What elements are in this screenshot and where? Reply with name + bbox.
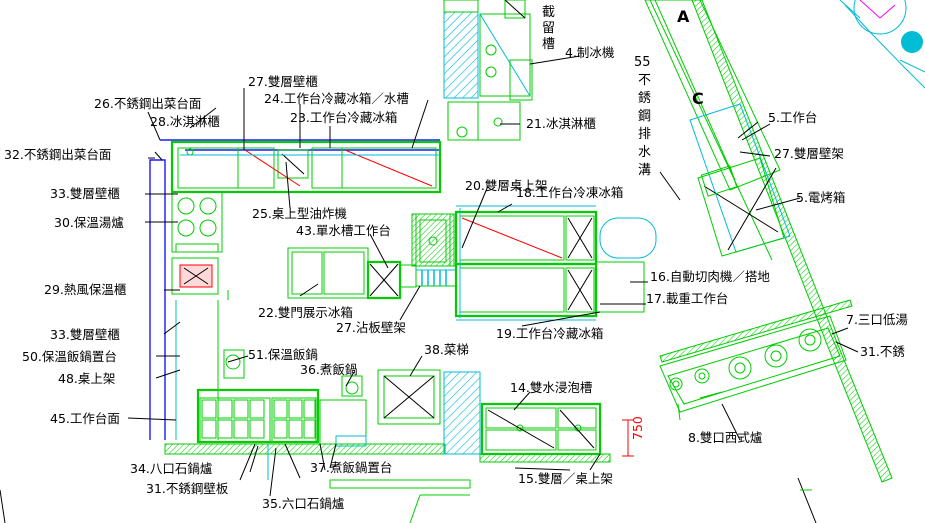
label-50: 50.保溫飯鍋置台 <box>22 349 117 364</box>
dumbwaiter <box>377 369 481 455</box>
label-15: 15.雙層／桌上架 <box>518 471 613 486</box>
label-4: 4.制冰機 <box>565 45 615 60</box>
dimension-750 <box>622 419 634 457</box>
label-55-1: 不 <box>638 73 651 88</box>
label-30: 30.保溫湯爐 <box>54 215 124 230</box>
label-31a: 31.不銹鋼壁板 <box>146 481 229 496</box>
label-top-1: 留 <box>542 21 555 36</box>
label-55-0: 55 <box>634 55 651 70</box>
label-36: 36.煮飯鍋 <box>300 362 357 377</box>
left-service-counter <box>149 139 440 440</box>
label-32: 32.不銹鋼出菜台面 <box>4 147 111 162</box>
label-27a: 27.雙層壁櫃 <box>248 74 318 89</box>
label-55-3: 鋼 <box>638 109 651 124</box>
label-55-5: 水 <box>638 145 651 160</box>
label-28: 28.冰淇淋櫃 <box>150 114 220 129</box>
label-20: 20.雙層桌上架 <box>465 178 547 193</box>
label-48: 48.桌上架 <box>58 371 115 386</box>
label-23: 23.工作台冷藏冰箱 <box>290 110 397 125</box>
label-51: 51.保溫飯鍋 <box>248 347 318 362</box>
label-top-2: 槽 <box>542 37 555 52</box>
label-55-4: 排 <box>638 127 651 142</box>
right-exterior-wall <box>649 0 893 523</box>
top-right-fixtures <box>839 0 925 89</box>
center-island-left <box>287 213 457 300</box>
labels: 4.制冰機 5.工作台 27.雙層壁架 5.電烤箱 7.三口低湯 31.不銹 8… <box>4 5 908 511</box>
label-5a: 5.工作台 <box>768 110 817 125</box>
label-33a: 33.雙層壁櫃 <box>50 186 120 201</box>
label-22: 22.雙門展示冰箱 <box>258 305 353 320</box>
label-18: 18.工作台冷凍冰箱 <box>516 185 623 200</box>
label-55-2: 銹 <box>638 91 651 106</box>
label-31b: 31.不銹 <box>860 344 905 359</box>
label-38: 38.菜梯 <box>424 342 469 357</box>
label-7: 7.三口低湯 <box>846 312 908 327</box>
top-counter-row <box>170 140 442 194</box>
bottom-stoves <box>196 375 367 447</box>
label-33b: 33.雙層壁櫃 <box>50 327 120 342</box>
label-26: 26.不銹鋼出菜台面 <box>94 96 201 111</box>
counter-a-c <box>644 0 791 257</box>
label-37: 37.煮飯鍋置台 <box>310 460 392 475</box>
center-island-fridges <box>454 205 657 321</box>
left-column-equipment <box>171 191 245 440</box>
dimension-750-label: 750 <box>630 416 645 440</box>
label-45: 45.工作台面 <box>50 411 120 426</box>
label-top-0: 截 <box>542 5 555 20</box>
room-c-label: C <box>692 89 704 108</box>
label-25: 25.桌上型油炸機 <box>252 206 347 221</box>
top-equipment <box>443 0 533 141</box>
room-a-label: A <box>677 7 690 26</box>
label-27c: 27.沾板壁架 <box>336 320 406 335</box>
stove-row <box>659 315 847 421</box>
label-16: 16.自動切肉機／搭地 <box>650 269 770 284</box>
label-8: 8.雙口西式爐 <box>688 430 763 445</box>
label-35: 35.六口石鍋爐 <box>262 496 345 511</box>
label-21: 21.冰淇淋櫃 <box>526 116 596 131</box>
label-14: 14.雙水浸泡槽 <box>510 380 592 395</box>
label-34: 34.八口石鍋爐 <box>130 461 213 476</box>
soaking-sink <box>480 402 602 456</box>
label-29: 29.熱風保溫櫃 <box>44 282 127 297</box>
leader-lines <box>127 55 859 497</box>
label-43: 43.單水槽工作台 <box>296 223 391 238</box>
label-19: 19.工作台冷藏冰箱 <box>496 326 603 341</box>
label-24: 24.工作台冷藏冰箱／水槽 <box>264 91 409 106</box>
label-5b: 5.電烤箱 <box>796 190 845 205</box>
label-17: 17.載重工作台 <box>646 291 728 306</box>
label-55-6: 溝 <box>638 163 651 178</box>
label-27b: 27.雙層壁架 <box>774 146 844 161</box>
